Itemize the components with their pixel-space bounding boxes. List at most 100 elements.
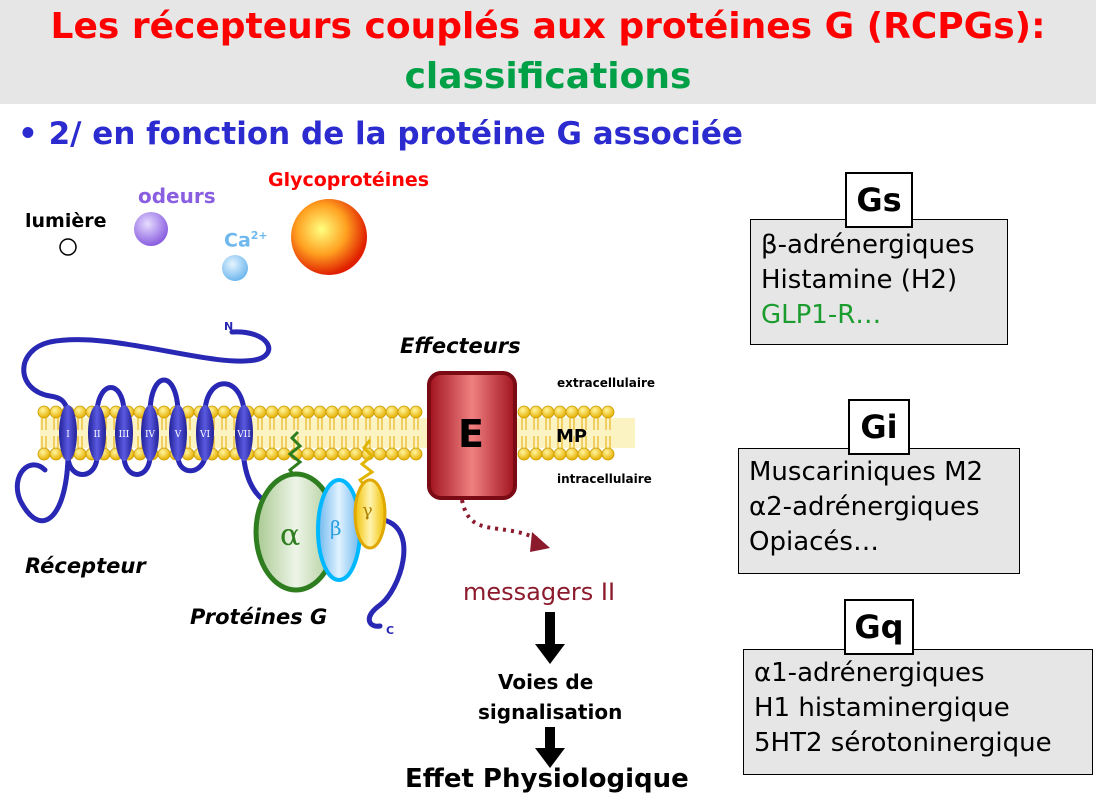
gq-item-1: α1-adrénergiques	[754, 658, 985, 688]
helix-2	[88, 405, 106, 461]
gs-tag: Gs	[845, 172, 913, 228]
lipid-head	[517, 447, 531, 461]
helix-label-3: III	[119, 430, 130, 440]
lipid-tail	[605, 436, 611, 448]
alpha-symbol: α	[280, 518, 301, 553]
lipid-head	[385, 447, 399, 461]
effector-arrowhead	[530, 532, 550, 552]
label-effet: Effet Physiologique	[405, 764, 689, 794]
lipid-head	[277, 405, 291, 419]
lipid-head	[349, 447, 363, 461]
lipid-head	[265, 405, 279, 419]
gi-item-2: α2-adrénergiques	[749, 492, 980, 522]
lipid-tail	[593, 418, 599, 430]
lipid-tail	[389, 418, 395, 430]
lipid-tail	[581, 418, 587, 430]
lipid-head	[373, 405, 387, 419]
lipid-tail	[161, 418, 167, 430]
lipid-tail	[269, 436, 275, 448]
membrane-core	[40, 418, 635, 448]
lipid-head	[289, 405, 303, 419]
alpha-anchor	[287, 430, 303, 479]
label-effecteurs: Effecteurs	[400, 334, 521, 358]
effector-letter: E	[458, 412, 484, 456]
lipid-tail	[557, 418, 563, 430]
lipid-tail	[305, 418, 311, 430]
gq-item-3: 5HT2 sérotoninergique	[754, 728, 1052, 758]
lipid-tail	[305, 436, 311, 448]
helix-label-5: V	[174, 430, 182, 440]
gs-item-1: β-adrénergiques	[761, 230, 975, 260]
lipid-tail	[533, 436, 539, 448]
gi-tag: Gi	[848, 399, 910, 455]
lipid-head	[73, 405, 87, 419]
lipid-tail	[377, 436, 383, 448]
calcium-symbol: Ca	[224, 229, 251, 252]
lipid-tail	[545, 436, 551, 448]
lipid-tail	[257, 418, 263, 430]
label-odeurs: odeurs	[138, 184, 216, 208]
lipid-tail	[329, 418, 335, 430]
label-messagers: messagers II	[463, 578, 616, 606]
lipid-head	[601, 447, 615, 461]
lipid-tail	[77, 418, 83, 430]
lipid-head	[373, 447, 387, 461]
lipid-tail	[77, 436, 83, 448]
lipid-head	[337, 447, 351, 461]
lipid-head	[301, 405, 315, 419]
lipid-tail	[593, 436, 599, 448]
lipid-head	[397, 447, 411, 461]
lipid-tail	[401, 418, 407, 430]
beta-symbol: β	[330, 516, 342, 540]
label-n-terminal: N	[224, 320, 234, 333]
helix-4	[141, 405, 159, 461]
lipid-tail	[581, 436, 587, 448]
g-gamma-subunit	[353, 478, 387, 550]
effector-box	[427, 371, 517, 500]
lipid-head	[157, 447, 171, 461]
lipid-head	[397, 405, 411, 419]
lipid-tail	[53, 418, 59, 430]
lipid-head	[325, 447, 339, 461]
flow-arrow-2-shaft	[545, 727, 555, 751]
lipid-head	[409, 447, 423, 461]
gamma-anchor	[357, 439, 375, 489]
lipid-head	[601, 405, 615, 419]
effector-dotted-arrow	[460, 499, 541, 542]
lipid-tail	[341, 436, 347, 448]
lipid-tail	[545, 418, 551, 430]
calcium-ion	[222, 255, 248, 281]
lipid-tail	[389, 436, 395, 448]
gi-item-3: Opiacés…	[749, 527, 879, 557]
helix-label-4: IV	[145, 430, 156, 440]
lipid-tail	[293, 418, 299, 430]
helix-5	[169, 405, 187, 461]
lipid-head	[517, 405, 531, 419]
lipid-head	[385, 405, 399, 419]
label-intracellulaire: intracellulaire	[557, 472, 652, 486]
lipid-tail	[413, 418, 419, 430]
lipid-head	[409, 405, 423, 419]
lipid-tail	[221, 418, 227, 430]
lipid-tail	[521, 436, 527, 448]
lipid-tail	[41, 418, 47, 430]
label-calcium: Ca2+	[224, 229, 268, 251]
lipid-head	[565, 405, 579, 419]
label-mp: MP	[556, 426, 588, 447]
lipid-head	[73, 447, 87, 461]
lipid-head	[529, 447, 543, 461]
helix-6	[196, 405, 214, 461]
helix-7	[235, 405, 253, 461]
odorant-molecule	[134, 212, 168, 246]
lipid-head	[37, 405, 51, 419]
helix-label-1: I	[66, 430, 70, 440]
receptor-loop-left	[14, 455, 71, 524]
lipid-head	[217, 405, 231, 419]
gq-item-2: H1 histaminergique	[754, 693, 1010, 723]
label-proteines-g: Protéines G	[190, 605, 328, 629]
lipid-head	[349, 405, 363, 419]
lipid-tail	[365, 418, 371, 430]
lipid-tail	[341, 418, 347, 430]
